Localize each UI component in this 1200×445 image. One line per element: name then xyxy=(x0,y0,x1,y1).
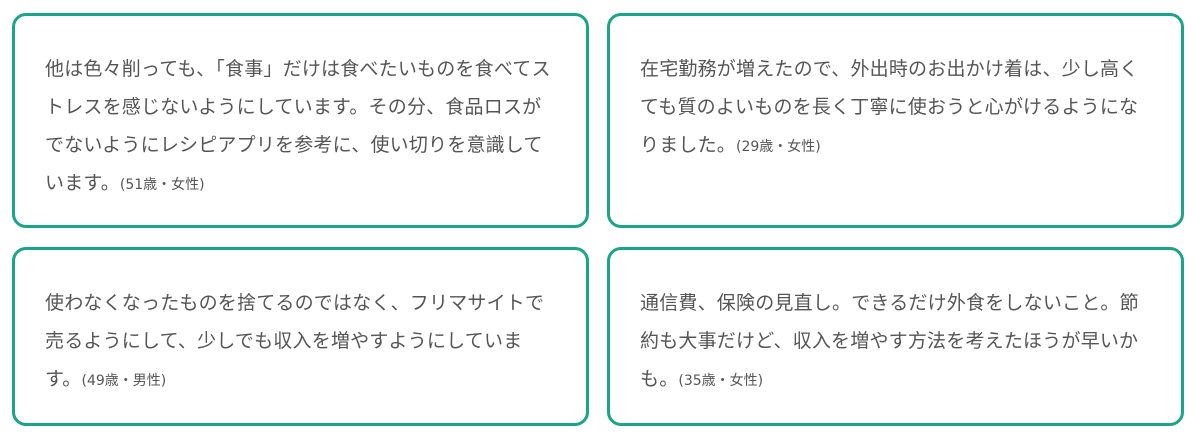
comment-text: 他は色々削っても、「食事」だけは食べたいものを食べてストレスを感じないようにして… xyxy=(45,58,551,194)
comment-grid: 他は色々削っても、「食事」だけは食べたいものを食べてストレスを感じないようにして… xyxy=(12,13,1184,426)
comment-attribution: (51歳・女性) xyxy=(119,177,205,193)
comment-body: 通信費、保険の見直し。できるだけ外食をしないこと。節約も大事だけど、収入を増やす… xyxy=(640,284,1151,400)
comment-card-4: 通信費、保険の見直し。できるだけ外食をしないこと。節約も大事だけど、収入を増やす… xyxy=(607,247,1184,426)
comment-text: 在宅勤務が増えたので、外出時のお出かけ着は、少し高くても質のよいものを長く丁寧に… xyxy=(640,58,1139,156)
comment-text: 通信費、保険の見直し。できるだけ外食をしないこと。節約も大事だけど、収入を増やす… xyxy=(640,292,1139,390)
comment-card-3: 使わなくなったものを捨てるのではなく、フリマサイトで売るようにして、少しでも収入… xyxy=(12,247,589,426)
comment-body: 使わなくなったものを捨てるのではなく、フリマサイトで売るようにして、少しでも収入… xyxy=(45,284,556,400)
comment-attribution: (35歳・女性) xyxy=(678,373,764,389)
comment-body: 他は色々削っても、「食事」だけは食べたいものを食べてストレスを感じないようにして… xyxy=(45,50,556,204)
comment-text: 使わなくなったものを捨てるのではなく、フリマサイトで売るようにして、少しでも収入… xyxy=(45,292,545,390)
comment-body: 在宅勤務が増えたので、外出時のお出かけ着は、少し高くても質のよいものを長く丁寧に… xyxy=(640,50,1151,166)
comment-card-1: 他は色々削っても、「食事」だけは食べたいものを食べてストレスを感じないようにして… xyxy=(12,13,589,228)
comment-attribution: (29歳・女性) xyxy=(736,139,821,155)
comment-attribution: (49歳・男性) xyxy=(81,373,167,389)
comment-card-2: 在宅勤務が増えたので、外出時のお出かけ着は、少し高くても質のよいものを長く丁寧に… xyxy=(607,13,1184,228)
